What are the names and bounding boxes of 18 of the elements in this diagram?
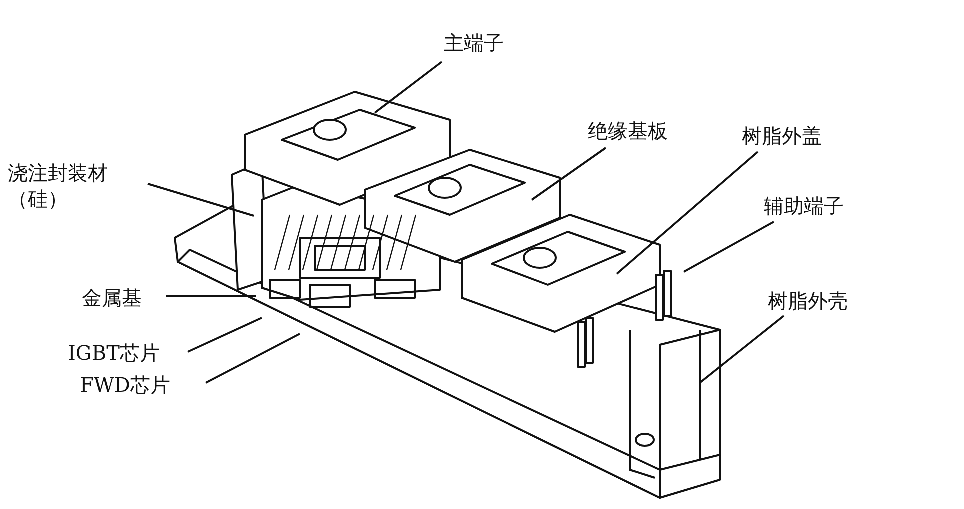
part-label: 树脂外盖	[742, 123, 822, 149]
leader-line	[148, 183, 254, 217]
part-label: IGBT芯片	[68, 340, 160, 366]
part-label: 辅助端子	[764, 193, 844, 219]
leader-line	[374, 61, 443, 114]
leader-line	[699, 315, 785, 384]
leader-line	[166, 295, 256, 297]
leader-line	[206, 333, 300, 384]
part-label: 主端子	[444, 30, 504, 56]
part-label: 树脂外壳	[768, 288, 848, 314]
leader-line	[188, 317, 262, 353]
part-label: 金属基	[82, 285, 142, 311]
leader-line	[616, 151, 759, 275]
leader-line	[684, 221, 774, 273]
part-label: FWD芯片	[80, 372, 170, 398]
part-label: 浇注封装材（硅）	[8, 160, 148, 212]
part-label: 绝缘基板	[588, 118, 668, 144]
leader-line	[531, 147, 607, 201]
